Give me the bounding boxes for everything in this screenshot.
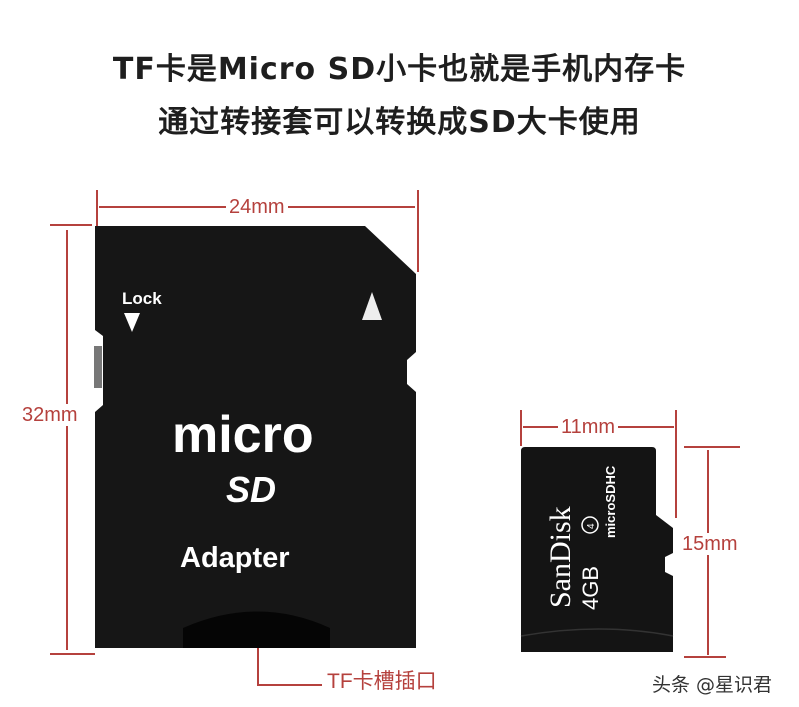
adapter-width-label: 24mm: [226, 196, 288, 218]
heading-line-2: 通过转接套可以转换成SD大卡使用: [158, 105, 641, 140]
micro-logo-text: micro: [172, 406, 314, 464]
insert-arrow-icon: [362, 292, 382, 320]
slot-label: TF卡槽插口: [324, 671, 440, 693]
card-body: [521, 447, 673, 652]
tf-slot: [183, 611, 330, 648]
lock-label: Lock: [122, 289, 162, 308]
microsd-card: SanDisk 4GB 4 microSDHC: [520, 447, 674, 652]
brand-label: SanDisk: [544, 506, 577, 608]
lock-arrow-icon: [124, 313, 140, 332]
sd-adapter: Lock micro SD Adapter: [94, 226, 416, 648]
sd-logo-text: SD: [226, 469, 276, 510]
heading-line-1: TF卡是Micro SD小卡也就是手机内存卡: [112, 52, 687, 87]
card-height-label: 15mm: [679, 533, 741, 555]
slot-leader-line: [257, 630, 322, 686]
card-width-label: 11mm: [558, 416, 619, 438]
lock-switch: [94, 346, 102, 388]
speed-class-label: 4: [586, 523, 597, 529]
capacity-label: 4GB: [578, 566, 603, 610]
watermark: 头条 @星识君: [652, 674, 773, 696]
adapter-height-label: 32mm: [19, 404, 81, 426]
microsdhc-logo: microSDHC: [603, 465, 618, 538]
speed-class-icon: [581, 516, 599, 534]
adapter-body: [95, 226, 416, 648]
adapter-label: Adapter: [180, 542, 290, 574]
